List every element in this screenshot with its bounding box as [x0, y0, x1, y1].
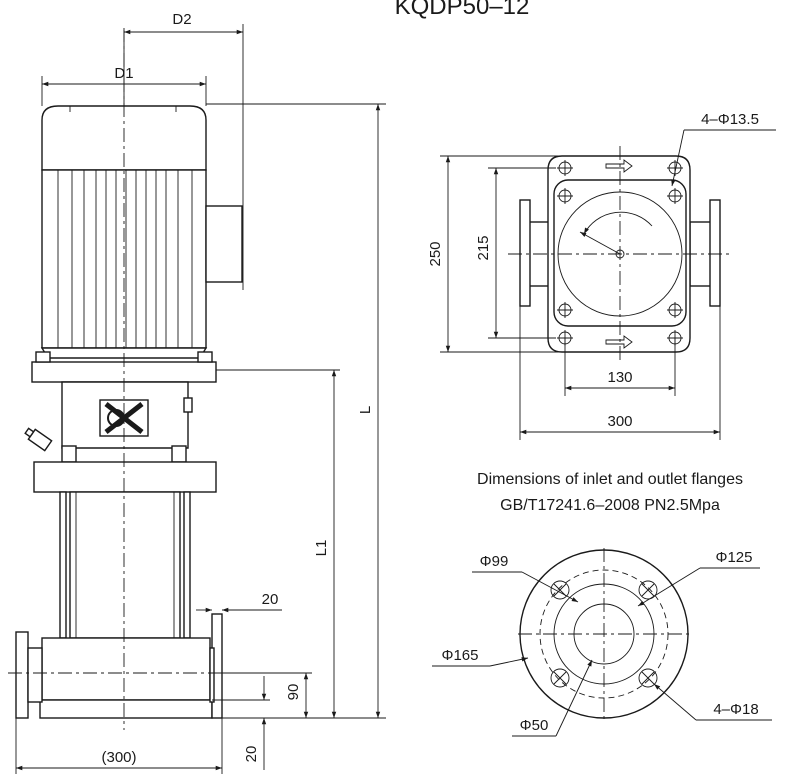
- dim-top-inner-height: 215: [475, 235, 492, 260]
- dim-d2: D2: [172, 11, 191, 28]
- dim-l: L: [357, 406, 374, 414]
- vent-plug: [24, 427, 53, 452]
- dim-l1: L1: [313, 540, 330, 557]
- inlet-flange: [15, 631, 29, 719]
- pump-barrel: [69, 491, 181, 639]
- dim-top-outer-width: 300: [607, 413, 632, 430]
- motor-fins: [57, 170, 193, 348]
- dim-d1: D1: [114, 65, 133, 82]
- dim-flange-d165: Φ165: [442, 647, 479, 664]
- left-flange-side: [519, 199, 531, 307]
- dim-top-inner-width: 130: [607, 369, 632, 386]
- dim-top-bolt-holes: 4–Φ13.5: [701, 111, 759, 128]
- drawing-title: KQDP50–12: [395, 0, 530, 20]
- dim-flange-d125: Φ125: [716, 549, 753, 566]
- dim-base-height: 90: [285, 684, 302, 701]
- dim-top-outer-height: 250: [427, 241, 444, 266]
- dim-flange-d50: Φ50: [520, 717, 549, 734]
- flange-caption-line1: Dimensions of inlet and outlet flanges: [477, 471, 743, 488]
- terminal-box: [205, 205, 243, 283]
- dim-width: (300): [101, 749, 136, 766]
- flange-front-view: Φ99 Φ125 Φ165 Φ50 4–Φ18: [432, 548, 772, 737]
- pump-side-view: D2 D1 L L1 20 90 20 (300): [8, 11, 386, 774]
- right-flange-side: [709, 199, 721, 307]
- upper-chamber: [33, 461, 217, 493]
- dim-flange-bolt-holes: 4–Φ18: [713, 701, 758, 718]
- pump-base: [41, 637, 211, 701]
- base-top-view: 4–Φ13.5 250 215 130 300: [427, 111, 776, 440]
- dim-flange-d99: Φ99: [480, 553, 509, 570]
- flange-bolt-holes: [550, 580, 658, 688]
- dim-flange-thickness: 20: [262, 591, 279, 608]
- dim-base-thickness: 20: [243, 746, 260, 763]
- flange-caption-line2: GB/T17241.6–2008 PN2.5Mpa: [500, 497, 720, 514]
